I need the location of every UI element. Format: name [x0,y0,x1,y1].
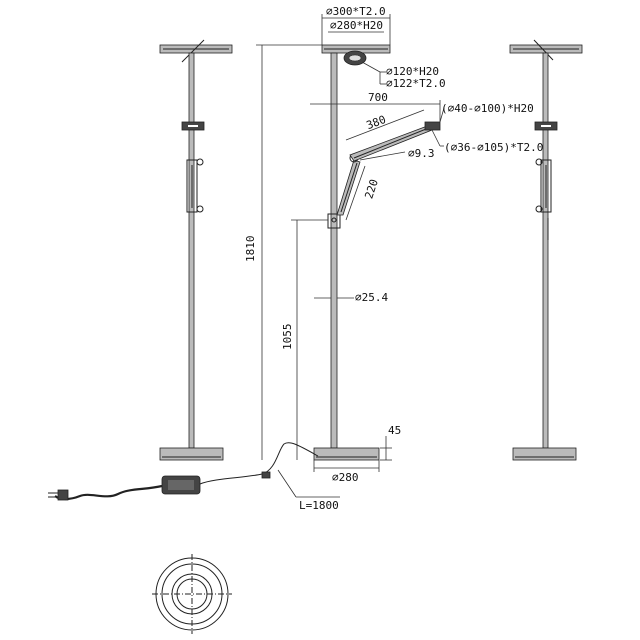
right-pole [542,52,549,449]
main-base [313,447,380,461]
power-cable [48,442,319,501]
main-joint-block [327,213,341,229]
arm-reach-label: 700 [368,91,388,104]
base-height-label: 45 [388,424,401,437]
joint-height-label: 1055 [281,324,294,351]
shade-outer-label: ⌀300*T2.0 [326,5,386,18]
cable-length-label: L=1800 [299,499,339,512]
base-diameter-label: ⌀280 [332,471,359,484]
left-side-view [159,39,233,461]
light-head-height-label: ⌀120*H20 [386,65,439,78]
cable-switch [261,471,271,479]
left-reading-arm [186,159,198,213]
total-height-label: 1810 [244,236,257,263]
dimension-labels: ⌀300*T2.0 ⌀280*H20 ⌀120*H20 ⌀122*T2.0 70… [244,5,543,512]
reading-head-height-label: (⌀40-⌀100)*H20 [441,102,534,115]
reading-head-thickness-label: (⌀36-⌀105)*T2.0 [444,141,543,154]
shade-inner-label: ⌀280*H20 [330,19,383,32]
reading-head [424,121,441,131]
right-side-view [509,39,583,461]
right-reading-arm [540,159,552,213]
right-base [512,447,577,461]
light-head-thickness-label: ⌀122*T2.0 [386,77,446,90]
left-shade-tilt [181,39,205,63]
pole-diameter-label: ⌀25.4 [355,291,388,304]
main-pole [330,52,338,449]
upper-arm-label: 380 [365,113,388,132]
joint-label: ⌀9.3 [408,147,435,160]
dimension-lines [256,14,445,498]
cable-to-base [199,442,319,485]
left-pole [188,52,195,449]
lower-arm-label: 220 [362,178,381,201]
left-base [159,447,224,461]
power-plug [57,489,69,501]
cable-to-plug [54,484,163,501]
base-top-view [152,554,232,634]
front-view [313,44,441,461]
base-center-hub [176,578,208,610]
right-shade-tilt [533,39,554,61]
